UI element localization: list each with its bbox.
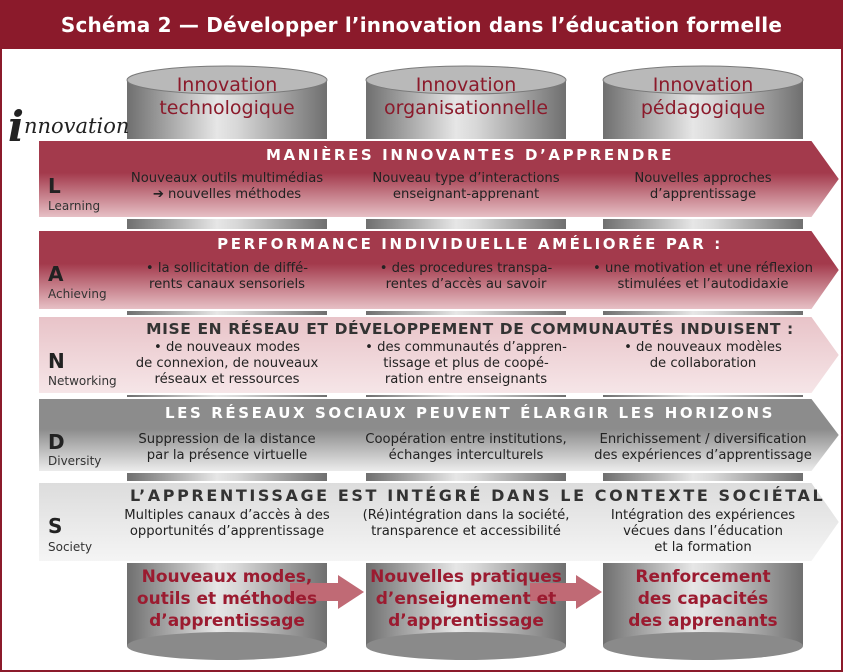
cell-line: ➔ nouvelles méthodes [152, 187, 302, 202]
row-heading-society: L’APPRENTISSAGE EST INTÉGRÉ DANS LE CONT… [130, 486, 826, 505]
cell-society-technologique: Multiples canaux d’accès à des opportuni… [117, 508, 337, 540]
column-header-line: Innovation [415, 74, 517, 96]
cell-line: stimulées et l’autodidaxie [617, 277, 789, 292]
column-header-line: Innovation [652, 74, 754, 96]
cell-diversity-organisationnelle: Coopération entre institutions, échanges… [356, 432, 576, 464]
cell-line: de connexion, de nouveaux [135, 356, 319, 371]
row-heading-networking: MISE EN RÉSEAU ET DÉVELOPPEMENT DE COMMU… [146, 320, 794, 338]
band-diversity [37, 397, 842, 473]
outcome-line: outils et méthodes [136, 589, 318, 609]
cell-learning-pedagogique: Nouvelles approches d’apprentissage [593, 171, 813, 203]
cell-society-pedagogique: Intégration des expériences vécues dans … [593, 508, 813, 556]
row-letter-learning: L [48, 174, 61, 198]
cell-line: Nouveaux outils multimédias [130, 171, 324, 186]
cell-line: Enrichissement / diversification [599, 432, 807, 447]
cell-line: Suppression de la distance [138, 432, 316, 447]
column-header-line: pédagogique [640, 97, 766, 119]
cell-achieving-technologique: • la sollicitation de diffé- rents canau… [117, 261, 337, 293]
cell-line: réseaux et ressources [154, 372, 300, 387]
cell-line: Nouveau type d’interactions [372, 171, 560, 186]
cell-achieving-pedagogique: • une motivation et une réflexion stimul… [593, 261, 813, 293]
innovation-initial: i [8, 102, 24, 151]
cell-line: opportunités d’apprentissage [129, 524, 325, 539]
row-letter-networking: N [48, 349, 65, 373]
cell-line: enseignant-apprenant [392, 187, 540, 202]
cell-line: • des communautés d’appren- [365, 340, 567, 355]
row-heading-diversity: LES RÉSEAUX SOCIAUX PEUVENT ÉLARGIR LES … [164, 404, 775, 422]
column-header-technologique: Innovation technologique [132, 74, 322, 120]
cell-achieving-organisationnelle: • des procedures transpa- rentes d’accès… [356, 261, 576, 293]
cell-line: Multiples canaux d’accès à des [124, 508, 330, 523]
column-header-organisationnelle: Innovation organisationnelle [371, 74, 561, 120]
cell-line: de collaboration [649, 356, 757, 371]
outcome-line: Nouvelles pratiques [370, 567, 562, 587]
row-label-achieving: Achieving [48, 287, 107, 301]
connector-arrow-1 [290, 575, 364, 609]
cell-networking-organisationnelle: • des communautés d’appren- tissage et p… [356, 340, 576, 388]
outcome-pedagogique: Renforcement des capacités des apprenant… [603, 566, 803, 632]
cell-line: • de nouveaux modèles [624, 340, 782, 355]
row-label-diversity: Diversity [48, 454, 102, 468]
column-header-line: technologique [159, 97, 295, 119]
band-society [37, 481, 842, 563]
cell-line: (Ré)intégration dans la société, [362, 508, 570, 523]
row-letter-society: S [48, 514, 63, 538]
innovation-rest: nnovation [23, 114, 130, 138]
cell-line: vécues dans l’éducation [623, 524, 783, 539]
row-label-learning: Learning [48, 199, 101, 213]
diagram-title: Schéma 2 — Développer l’innovation dans … [0, 0, 843, 49]
column-header-line: organisationnelle [383, 97, 549, 119]
cell-line: échanges interculturels [388, 448, 544, 463]
outcome-line: des apprenants [628, 611, 778, 631]
cell-line: rentes d’accès au savoir [385, 277, 547, 292]
cell-society-organisationnelle: (Ré)intégration dans la société, transpa… [356, 508, 576, 540]
cell-line: et la formation [654, 540, 752, 555]
row-letter-achieving: A [48, 262, 64, 286]
cell-line: par la présence virtuelle [146, 448, 308, 463]
outcome-line: d’apprentissage [149, 611, 305, 631]
cell-diversity-pedagogique: Enrichissement / diversification des exp… [593, 432, 813, 464]
row-heading-learning: MANIÈRES INNOVANTES D’APPRENDRE [266, 146, 674, 164]
cell-learning-technologique: Nouveaux outils multimédias ➔ nouvelles … [117, 171, 337, 203]
cell-learning-organisationnelle: Nouveau type d’interactions enseignant-a… [356, 171, 576, 203]
connector-arrow-2 [530, 575, 602, 609]
cell-line: Nouvelles approches [634, 171, 772, 186]
row-label-networking: Networking [48, 374, 117, 388]
cell-line: ration entre enseignants [384, 372, 548, 387]
cell-networking-pedagogique: • de nouveaux modèles de collaboration [593, 340, 813, 372]
cell-line: • la sollicitation de diffé- [145, 261, 309, 276]
outcome-line: des capacités [637, 589, 769, 609]
band-learning [37, 139, 842, 219]
cell-line: rents canaux sensoriels [149, 277, 305, 292]
outcome-organisationnelle: Nouvelles pratiques d’enseignement et d’… [366, 566, 566, 632]
cell-line: d’apprentissage [649, 187, 757, 202]
cell-networking-technologique: • de nouveaux modes de connexion, de nou… [117, 340, 337, 388]
cell-line: • de nouveaux modes [153, 340, 301, 355]
band-achieving [37, 229, 842, 311]
outcome-line: Nouveaux modes, [141, 567, 313, 587]
outcome-line: d’enseignement et [375, 589, 557, 609]
cell-line: des expériences d’apprentissage [594, 448, 812, 463]
column-header-pedagogique: Innovation pédagogique [608, 74, 798, 120]
column-header-line: Innovation [176, 74, 278, 96]
cell-line: • une motivation et une réflexion [593, 261, 813, 276]
row-letter-diversity: D [48, 430, 65, 454]
cell-line: Intégration des expériences [610, 508, 796, 523]
cell-line: tissage et plus de coopé- [383, 356, 549, 371]
row-heading-achieving: PERFORMANCE INDIVIDUELLE AMÉLIORÉE PAR : [217, 235, 723, 253]
outcome-line: Renforcement [635, 567, 771, 587]
cell-line: • des procedures transpa- [379, 261, 553, 276]
outcome-technologique: Nouveaux modes, outils et méthodes d’app… [127, 566, 327, 632]
innovation-logo: innovation [8, 106, 129, 148]
row-label-society: Society [48, 540, 93, 554]
band-networking [37, 315, 842, 395]
outcome-line: d’apprentissage [388, 611, 544, 631]
cell-line: Coopération entre institutions, [365, 432, 567, 447]
cell-line: transparence et accessibilité [371, 524, 561, 539]
cell-diversity-technologique: Suppression de la distance par la présen… [117, 432, 337, 464]
